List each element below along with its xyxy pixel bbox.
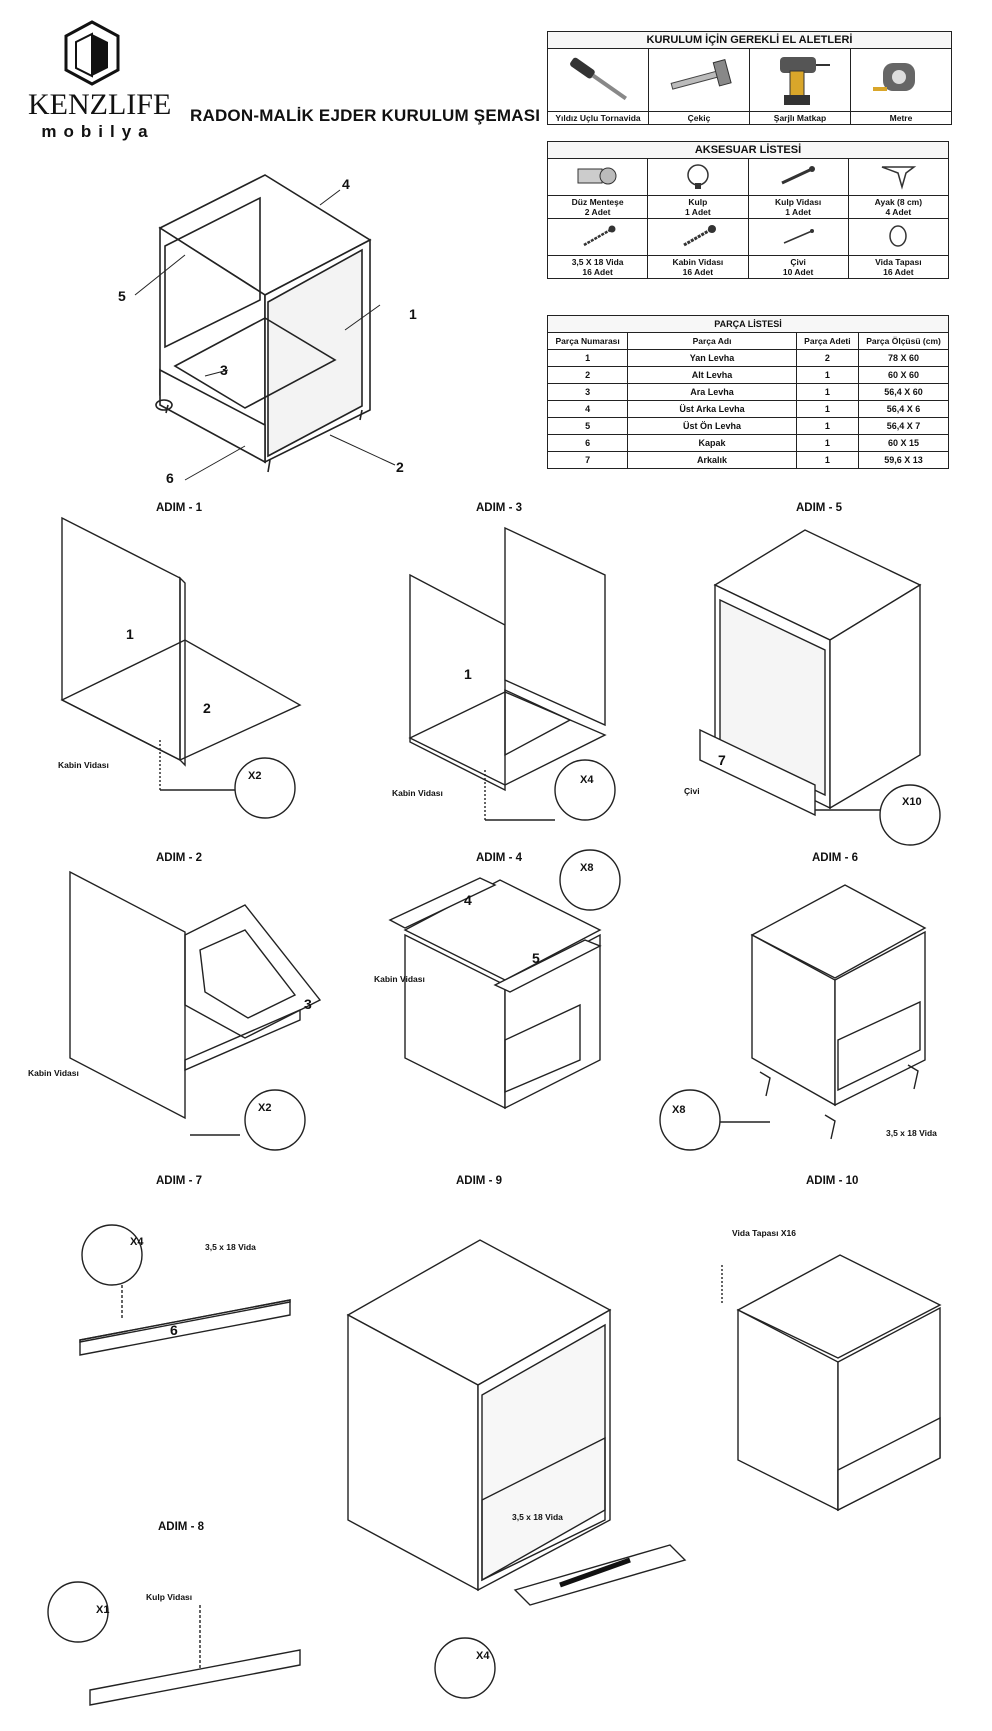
quantity-badge: X10 bbox=[902, 796, 922, 808]
step-note: Kabin Vidası bbox=[28, 1068, 79, 1078]
step-title: ADIM - 5 bbox=[796, 502, 842, 514]
overview-label: 1 bbox=[409, 306, 417, 322]
tool-cell bbox=[547, 48, 649, 112]
quantity-badge: X4 bbox=[476, 1650, 490, 1662]
step-title: ADIM - 7 bbox=[156, 1175, 202, 1187]
quantity-badge: X2 bbox=[258, 1102, 272, 1114]
tool-label: Çekiç bbox=[648, 111, 750, 125]
drill-icon bbox=[780, 57, 830, 105]
step-note: Kulp Vidası bbox=[146, 1592, 193, 1602]
part-number: 2 bbox=[203, 700, 211, 716]
quantity-badge: X8 bbox=[672, 1104, 686, 1116]
hinge-icon bbox=[577, 167, 617, 185]
step-title: ADIM - 8 bbox=[158, 1521, 204, 1533]
brand-logo-icon bbox=[64, 20, 120, 86]
knob-icon bbox=[687, 164, 709, 189]
overview-label: 2 bbox=[396, 459, 404, 475]
overview-label: 6 bbox=[166, 470, 174, 486]
quantity-badge: X4 bbox=[130, 1236, 144, 1248]
parts-header: PARÇA LİSTESİ bbox=[547, 315, 949, 333]
step-title: ADIM - 1 bbox=[156, 502, 202, 514]
tools-table: KURULUM İÇİN GEREKLİ EL ALETLERİ Yıldız … bbox=[547, 31, 952, 125]
overview-label: 4 bbox=[342, 176, 350, 192]
step-note: Kabin Vidası bbox=[374, 974, 425, 984]
tool-label: Metre bbox=[850, 111, 952, 125]
step-title: ADIM - 6 bbox=[812, 852, 858, 864]
step-title: ADIM - 9 bbox=[456, 1175, 502, 1187]
step-note: 3,5 x 18 Vida bbox=[886, 1128, 937, 1138]
quantity-badge: X4 bbox=[580, 774, 594, 786]
overview-label: 3 bbox=[220, 362, 228, 378]
step-note: Vida Tapası X16 bbox=[732, 1228, 796, 1238]
brand-subtitle: mobilya bbox=[41, 122, 155, 141]
tools-header: KURULUM İÇİN GEREKLİ EL ALETLERİ bbox=[547, 31, 952, 49]
hammer-icon bbox=[670, 59, 732, 90]
step-note: 3,5 x 18 Vida bbox=[512, 1512, 563, 1522]
screwdriver-icon bbox=[570, 57, 627, 101]
part-number: 7 bbox=[718, 752, 726, 768]
nail-icon bbox=[783, 229, 815, 244]
parts-col-header: Parça Adı bbox=[627, 332, 797, 350]
brand-name: KENZLIFE bbox=[28, 88, 172, 121]
screw-cap-icon bbox=[889, 225, 908, 247]
tape-measure-icon bbox=[873, 63, 915, 91]
part-number: 6 bbox=[170, 1322, 178, 1338]
cabin-screw-icon bbox=[683, 225, 716, 247]
page-title: RADON-MALİK EJDER KURULUM ŞEMASI bbox=[190, 106, 541, 125]
quantity-badge: X1 bbox=[96, 1604, 110, 1616]
tool-cell bbox=[749, 48, 851, 112]
overview-label: 5 bbox=[118, 288, 126, 304]
accessories-header: AKSESUAR LİSTESİ bbox=[547, 141, 949, 159]
leg-icon bbox=[882, 166, 917, 190]
wood-screw-icon bbox=[583, 225, 616, 247]
quantity-badge: X8 bbox=[580, 862, 594, 874]
part-number: 5 bbox=[532, 950, 540, 966]
accessory-label: Ayak (8 cm)4 Adet bbox=[847, 195, 950, 219]
parts-table: PARÇA LİSTESİ Parça Numarası Parça Adı P… bbox=[546, 315, 949, 469]
handle-screw-icon bbox=[781, 166, 816, 185]
overview-cabinet-drawing bbox=[134, 174, 396, 481]
part-number: 1 bbox=[126, 626, 134, 642]
part-number: 1 bbox=[464, 666, 472, 682]
step-note: Kabin Vidası bbox=[58, 760, 109, 770]
step-note: Çivi bbox=[684, 786, 700, 796]
step-title: ADIM - 2 bbox=[156, 852, 202, 864]
part-number: 3 bbox=[304, 996, 312, 1012]
step-note: Kabin Vidası bbox=[392, 788, 443, 798]
step-title: ADIM - 4 bbox=[476, 852, 522, 864]
tool-cell bbox=[648, 48, 750, 112]
part-number: 4 bbox=[464, 892, 472, 908]
quantity-badge: X2 bbox=[248, 770, 262, 782]
step-title: ADIM - 3 bbox=[476, 502, 522, 514]
step-title: ADIM - 10 bbox=[806, 1175, 859, 1187]
step-note: 3,5 x 18 Vida bbox=[205, 1242, 256, 1252]
